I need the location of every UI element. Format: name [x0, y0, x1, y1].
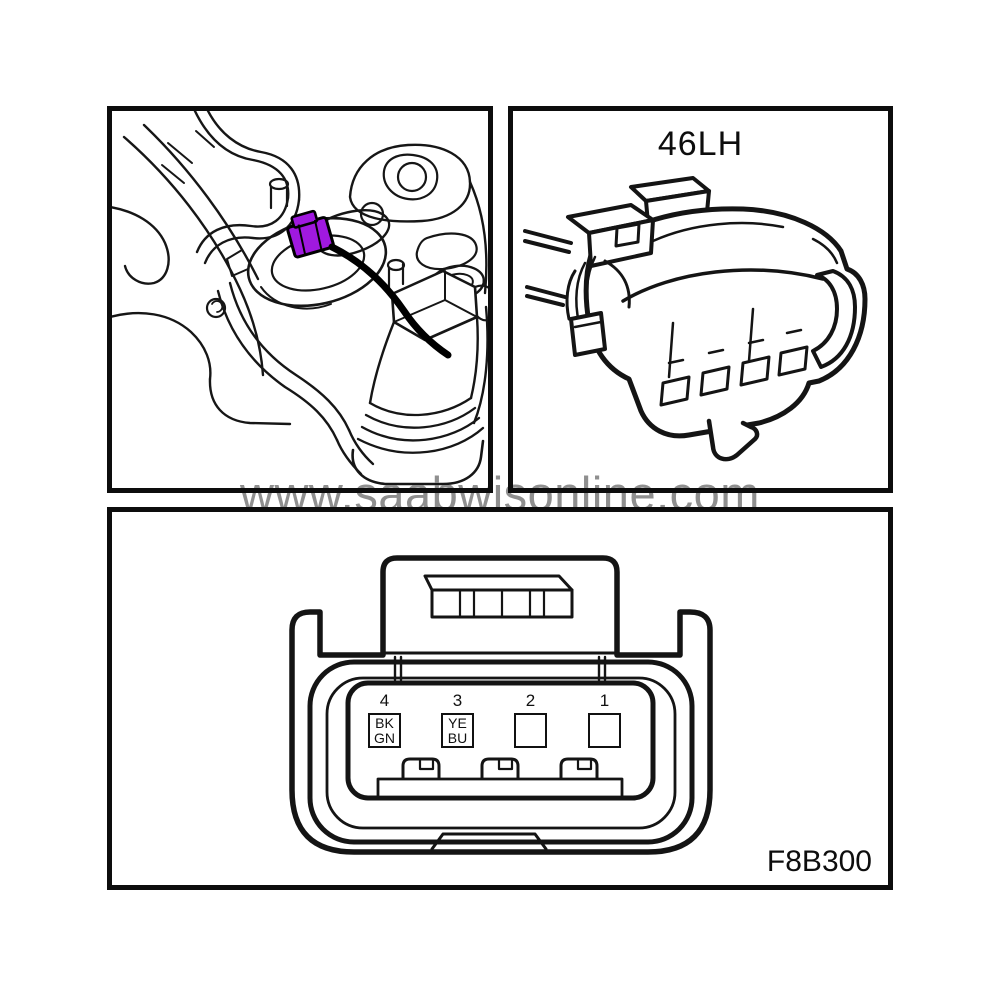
pin-number-2: 2 — [525, 691, 536, 710]
connector-highlight — [286, 209, 335, 259]
engine-location-panel — [107, 106, 493, 493]
wire-color-top: BK — [375, 715, 394, 731]
pin-box-3: YE BU — [441, 713, 474, 748]
pin-number-4: 4 — [379, 691, 390, 710]
pin-box-4: BK GN — [368, 713, 401, 748]
pin-number-1: 1 — [599, 691, 610, 710]
leader-line — [328, 243, 452, 359]
pin-number-3: 3 — [452, 691, 463, 710]
engine-location-illustration — [112, 111, 488, 486]
pin-box-2 — [514, 713, 547, 748]
connector-iso-panel: 46LH — [508, 106, 893, 493]
figure-code-label: F8B300 — [766, 845, 872, 878]
wire-color-top: YE — [448, 715, 467, 731]
connector-id-label: 46LH — [657, 125, 744, 163]
connector-isometric-illustration — [523, 176, 868, 462]
wire-color-bottom: GN — [374, 730, 395, 746]
pin-box-1 — [588, 713, 621, 748]
connector-pinout-illustration — [289, 555, 713, 855]
wire-color-bottom: BU — [447, 730, 468, 746]
connector-pinout-panel: 4 3 2 1 BK GN YE BU F8B300 — [107, 507, 893, 890]
